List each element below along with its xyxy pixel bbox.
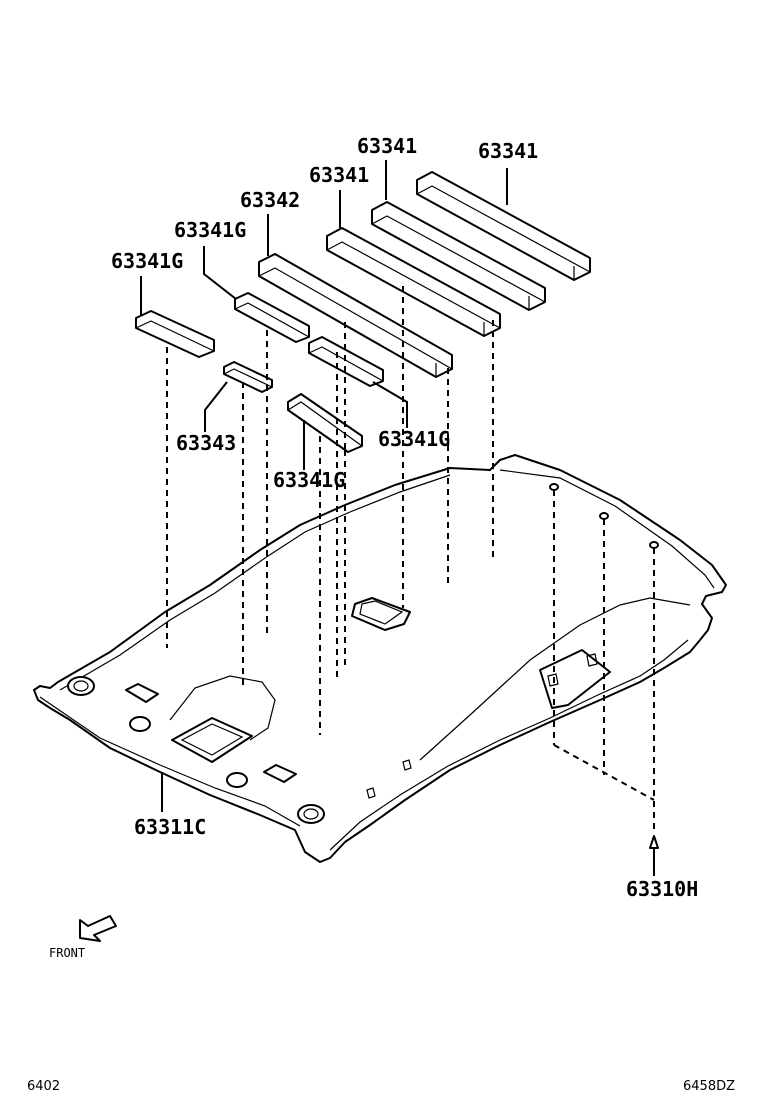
label-63341-c: 63341 (309, 163, 369, 187)
clip-hole-3 (226, 772, 248, 788)
pad-63341G-c-edge (308, 346, 384, 382)
clip-hole-4 (263, 764, 297, 783)
pad-63342-edge (258, 267, 453, 370)
clip-hole-1 (125, 683, 159, 703)
clip-seat-3 (649, 541, 659, 549)
clip-fastener (649, 835, 659, 876)
pad-63341G-a (135, 310, 215, 358)
pad-63341-mid-edge (371, 215, 546, 303)
side-recess (539, 649, 611, 709)
map-lamp-inner (359, 600, 404, 625)
front-label: FRONT (49, 946, 85, 960)
front-indicator: FRONT (49, 915, 117, 960)
side-clip-1 (547, 673, 559, 687)
label-63341-a: 63341 (357, 134, 417, 158)
pad-63341-top-edge (416, 185, 591, 273)
clip-hole-2 (129, 716, 151, 732)
front-hole-inner (303, 808, 319, 820)
leader-lines (140, 160, 508, 812)
map-lamp-opening (351, 597, 411, 631)
footer: 6402 6458DZ (27, 1079, 735, 1094)
pad-63341G-b (234, 292, 310, 343)
rear-hole-left (67, 676, 95, 696)
label-63341G-c: 63341G (378, 427, 450, 451)
label-63311C: 63311C (134, 815, 206, 839)
clip-seat-1 (549, 483, 559, 491)
pad-63341-front-edge (326, 241, 501, 329)
pad-63341G-d-edge (287, 401, 363, 447)
footer-right-code: 6458DZ (683, 1079, 735, 1094)
part-labels: 63341 63341 63341 63342 63341G 63341G 63… (111, 134, 698, 901)
sunroof-opening-inner (180, 723, 244, 756)
label-63341-b: 63341 (478, 139, 538, 163)
front-clip-2 (366, 787, 376, 799)
label-63341G-d: 63341G (273, 468, 345, 492)
front-clip-1 (402, 759, 412, 771)
clip-head (649, 835, 659, 849)
label-63343: 63343 (176, 431, 236, 455)
side-clip-2 (586, 653, 598, 667)
headliner-panel (33, 454, 727, 863)
front-arrow-icon (79, 915, 117, 942)
front-hole (297, 804, 325, 824)
label-63341G-a: 63341G (174, 218, 246, 242)
pad-63343 (223, 361, 273, 393)
pad-63341G-b-edge (234, 302, 310, 338)
projection-lines (166, 286, 655, 830)
footer-left-code: 6402 (27, 1079, 60, 1094)
label-63342: 63342 (240, 188, 300, 212)
pad-63343-edge (223, 368, 273, 388)
clip-seat-2 (599, 512, 609, 520)
rear-hole-left-inner (73, 680, 89, 692)
label-63341G-b: 63341G (111, 249, 183, 273)
pad-63341G-a-edge (135, 320, 215, 352)
label-63310H: 63310H (626, 877, 698, 901)
sunroof-opening (171, 717, 253, 763)
headliner-features (67, 483, 659, 824)
